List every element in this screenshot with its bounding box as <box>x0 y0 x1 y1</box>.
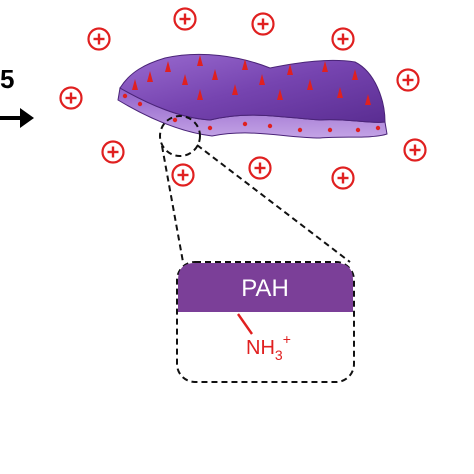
zoom-callout <box>159 115 351 263</box>
plus-charge-icon <box>248 156 272 180</box>
pah-band <box>178 263 353 312</box>
zoom-connector-right <box>196 144 351 263</box>
amine-bond <box>237 313 253 335</box>
step-number-label: 5 <box>0 64 14 94</box>
zoom-connector-left <box>161 145 184 263</box>
plus-charge-icon <box>171 163 195 187</box>
amine-group-label: NH3+ <box>246 331 291 363</box>
plus-charge-icon <box>331 27 355 51</box>
plus-charge-icon <box>59 86 83 110</box>
arrow-right-icon <box>0 108 34 128</box>
pah-label: PAH <box>241 275 289 302</box>
zoom-circle <box>159 115 201 157</box>
plus-charge-icon <box>403 138 427 162</box>
pah-film <box>117 53 388 139</box>
plus-charge-icon <box>251 12 275 36</box>
plus-charge-icon <box>87 27 111 51</box>
inset-box: PAH NH3+ <box>176 261 355 383</box>
plus-charge-icon <box>101 140 125 164</box>
plus-charge-icon <box>396 68 420 92</box>
plus-charge-icon <box>173 7 197 31</box>
plus-charge-icon <box>331 166 355 190</box>
